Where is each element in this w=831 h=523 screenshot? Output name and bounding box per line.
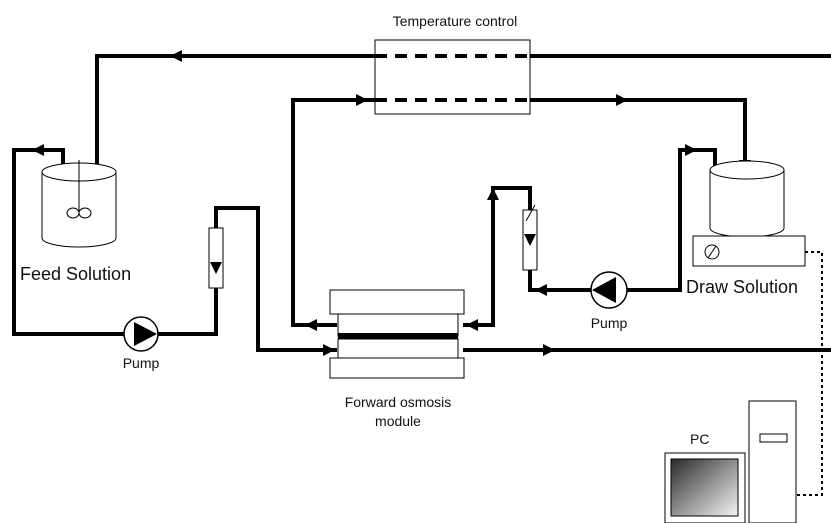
- pump-icon: [123, 316, 159, 352]
- temperature-control-label: Temperature control: [393, 13, 518, 29]
- pipe-feed-circuit: [12, 148, 126, 336]
- arrow-right-draw-out: [685, 144, 697, 156]
- beaker-with-stirrer-icon: [41, 160, 117, 248]
- computer-icon: [664, 400, 797, 523]
- flowmeter-icon: [522, 204, 538, 271]
- draw-solution-label: Draw Solution: [686, 277, 798, 297]
- pipe-draw-outlet: [626, 148, 717, 292]
- forward-osmosis-module: [329, 289, 465, 379]
- fo-module-label-line1: Forward osmosis: [345, 394, 452, 410]
- beaker-icon: [709, 160, 785, 238]
- pipe-top-return: [95, 54, 831, 174]
- arrow-right-module-in: [323, 344, 335, 356]
- pipe-draw-flowmeter-in: [528, 268, 592, 292]
- balance-icon: [692, 235, 806, 267]
- pipe-feed-pump-out: [156, 286, 218, 336]
- arrow-left-top: [170, 50, 182, 62]
- arrow-right-module-outlet: [543, 344, 555, 356]
- pump-right-label: Pump: [591, 315, 628, 331]
- feed-solution-label: Feed Solution: [20, 264, 131, 284]
- arrow-left-module-draw-in: [466, 319, 478, 331]
- arrow-left-module-draw-out: [305, 319, 317, 331]
- arrow-left-feed-out: [32, 144, 44, 156]
- flowmeter-icon: [208, 227, 224, 289]
- heat-exchanger-icon: [374, 39, 531, 115]
- pump-icon: [590, 271, 628, 309]
- pipe-feed-flowmeter: [214, 206, 337, 352]
- arrow-right-hx-in: [356, 94, 368, 106]
- pipe-draw-flowmeter-out: [463, 186, 532, 327]
- pc-label: PC: [690, 431, 709, 447]
- arrow-left-draw-pump: [535, 284, 547, 296]
- data-cable: [797, 251, 823, 496]
- fo-module-label-line2: module: [375, 413, 421, 429]
- pump-left-label: Pump: [123, 355, 160, 371]
- arrow-right-hx-out: [616, 94, 628, 106]
- arrow-up-draw-fm: [487, 188, 499, 200]
